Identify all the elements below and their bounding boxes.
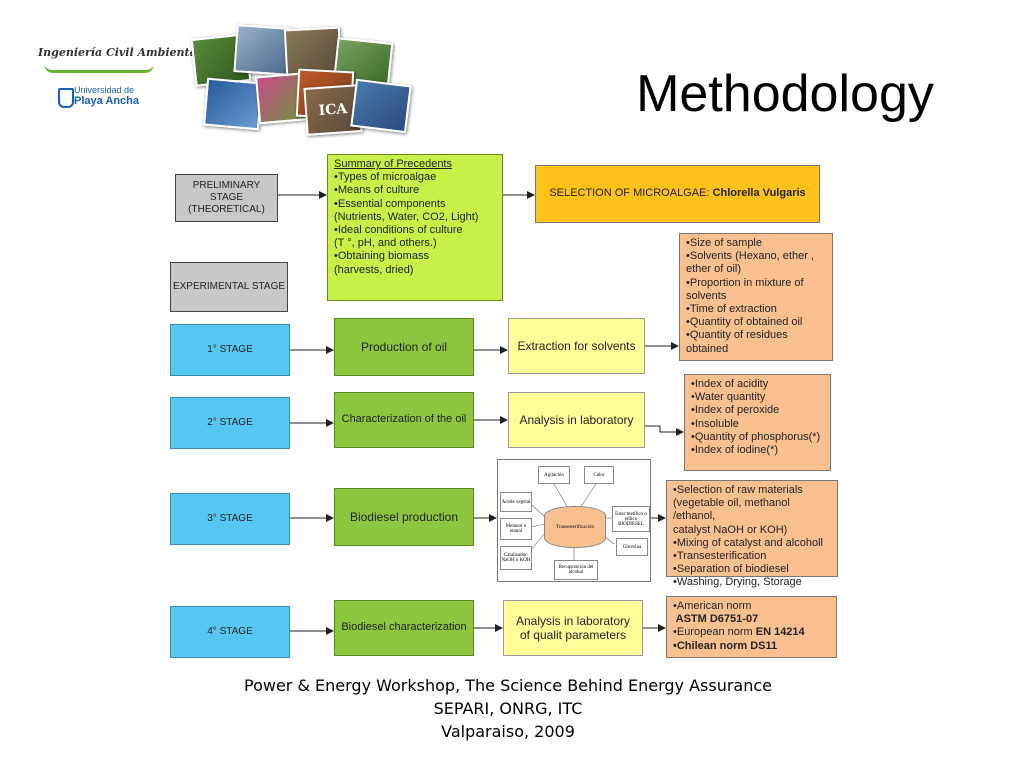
production-oil-box: Production of oil	[334, 318, 474, 376]
biodiesel-process-diagram: Agitación Calor Aceite vegetal Metanol o…	[497, 459, 651, 582]
selection-microalgae-box: SELECTION OF MICROALGAE: Chlorella Vulga…	[535, 165, 820, 223]
norm-astm: ASTM D6751-07	[673, 613, 759, 626]
oil-parameters-box: •Index of acidity •Water quantity •Index…	[684, 374, 831, 471]
extraction-parameters-box: •Size of sample •Solvents (Hexano, ether…	[679, 233, 833, 361]
biodiesel-production-box: Biodiesel production	[334, 488, 474, 546]
stage-4-label: 4° STAGE	[207, 626, 253, 637]
process-methanol: Metanol o etanol	[500, 518, 532, 540]
stage-1-label: 1° STAGE	[207, 344, 253, 355]
process-transesterification-tank: Transesterificación	[544, 506, 606, 548]
biodiesel-steps-list: •Selection of raw materials (vegetable o…	[673, 484, 823, 589]
stage-4-box: 4° STAGE	[170, 606, 290, 658]
biodiesel-steps-box: •Selection of raw materials (vegetable o…	[666, 480, 838, 588]
norm-en: EN 14214	[755, 626, 805, 639]
production-oil-label: Production of oil	[360, 339, 448, 354]
footer-line-3: Valparaiso, 2009	[441, 722, 575, 741]
logo-department-text: Ingeniería Civil Ambiental	[38, 46, 201, 59]
footer-line-2: SEPARI, ONRG, ITC	[433, 699, 583, 718]
selection-label: SELECTION OF MICROALGAE:	[549, 187, 713, 200]
norm-european: •European norm	[673, 626, 756, 639]
process-alcohol-recovery: Recuperación del alcohol	[554, 560, 598, 580]
biodiesel-characterization-label: Biodiesel characterization	[341, 621, 467, 634]
process-heat: Calor	[584, 466, 614, 484]
analysis-qualit-box: Analysis in laboratory of qualit paramet…	[503, 600, 643, 656]
footer: Power & Energy Workshop, The Science Beh…	[150, 674, 866, 743]
norms-box: •American norm ASTM D6751-07 •European n…	[666, 596, 837, 658]
extraction-solvents-label: Extraction for solvents	[517, 338, 636, 353]
stage-3-label: 3° STAGE	[207, 513, 253, 524]
logo: Ingeniería Civil Ambiental Universidad d…	[38, 40, 201, 120]
logo-swoosh	[44, 64, 154, 73]
stage-1-box: 1° STAGE	[170, 324, 290, 376]
extraction-solvents-box: Extraction for solvents	[508, 318, 645, 374]
stage-2-box: 2° STAGE	[170, 397, 290, 449]
stage-2-label: 2° STAGE	[207, 417, 253, 428]
norm-european-row: •European norm EN 14214	[673, 626, 805, 639]
biodiesel-characterization-box: Biodiesel characterization	[334, 600, 474, 656]
experimental-stage-label: EXPERIMENTAL STAGE	[172, 281, 286, 292]
characterization-oil-box: Characterization of the oil	[334, 392, 474, 448]
summary-items: •Types of microalgae •Means of culture •…	[334, 171, 479, 276]
analysis-laboratory-box: Analysis in laboratory	[508, 392, 645, 448]
biodiesel-production-label: Biodiesel production	[349, 509, 459, 524]
footer-line-1: Power & Energy Workshop, The Science Beh…	[244, 676, 772, 695]
characterization-oil-label: Characterization of the oil	[341, 413, 467, 426]
university-crest-icon	[58, 88, 74, 108]
stage-3-box: 3° STAGE	[170, 493, 290, 545]
norm-american: •American norm	[673, 600, 752, 612]
analysis-qualit-label: Analysis in laboratory of qualit paramet…	[515, 613, 631, 642]
extraction-parameters-list: •Size of sample •Solvents (Hexano, ether…	[686, 237, 814, 355]
logo-university-name: Playa Ancha	[74, 95, 140, 107]
process-agitation: Agitación	[538, 466, 570, 484]
logo-university-text: Universidad de	[74, 85, 135, 95]
process-esters: Ester metílico o etílico BIODIESEL	[612, 506, 650, 532]
norm-chilean: •Chilean norm DS11	[673, 639, 778, 652]
process-catalyst: Catalizador: NaOH o KOH	[500, 546, 532, 570]
analysis-laboratory-label: Analysis in laboratory	[519, 412, 634, 427]
summary-heading: Summary of Precedents	[334, 158, 452, 170]
process-glycerin: Glicerina	[616, 538, 648, 556]
preliminary-stage-label: PRELIMINARY STAGE (THEORETICAL)	[188, 180, 265, 215]
experimental-stage-box: EXPERIMENTAL STAGE	[170, 262, 288, 312]
process-vegetable-oil: Aceite vegetal	[500, 492, 532, 512]
selection-species: Chlorella Vulgaris	[712, 187, 806, 200]
preliminary-stage-box: PRELIMINARY STAGE (THEORETICAL)	[175, 174, 278, 222]
oil-parameters-list: •Index of acidity •Water quantity •Index…	[691, 378, 821, 456]
summary-precedents-box: Summary of Precedents •Types of microalg…	[327, 154, 503, 301]
page-title: Methodology	[636, 65, 934, 123]
